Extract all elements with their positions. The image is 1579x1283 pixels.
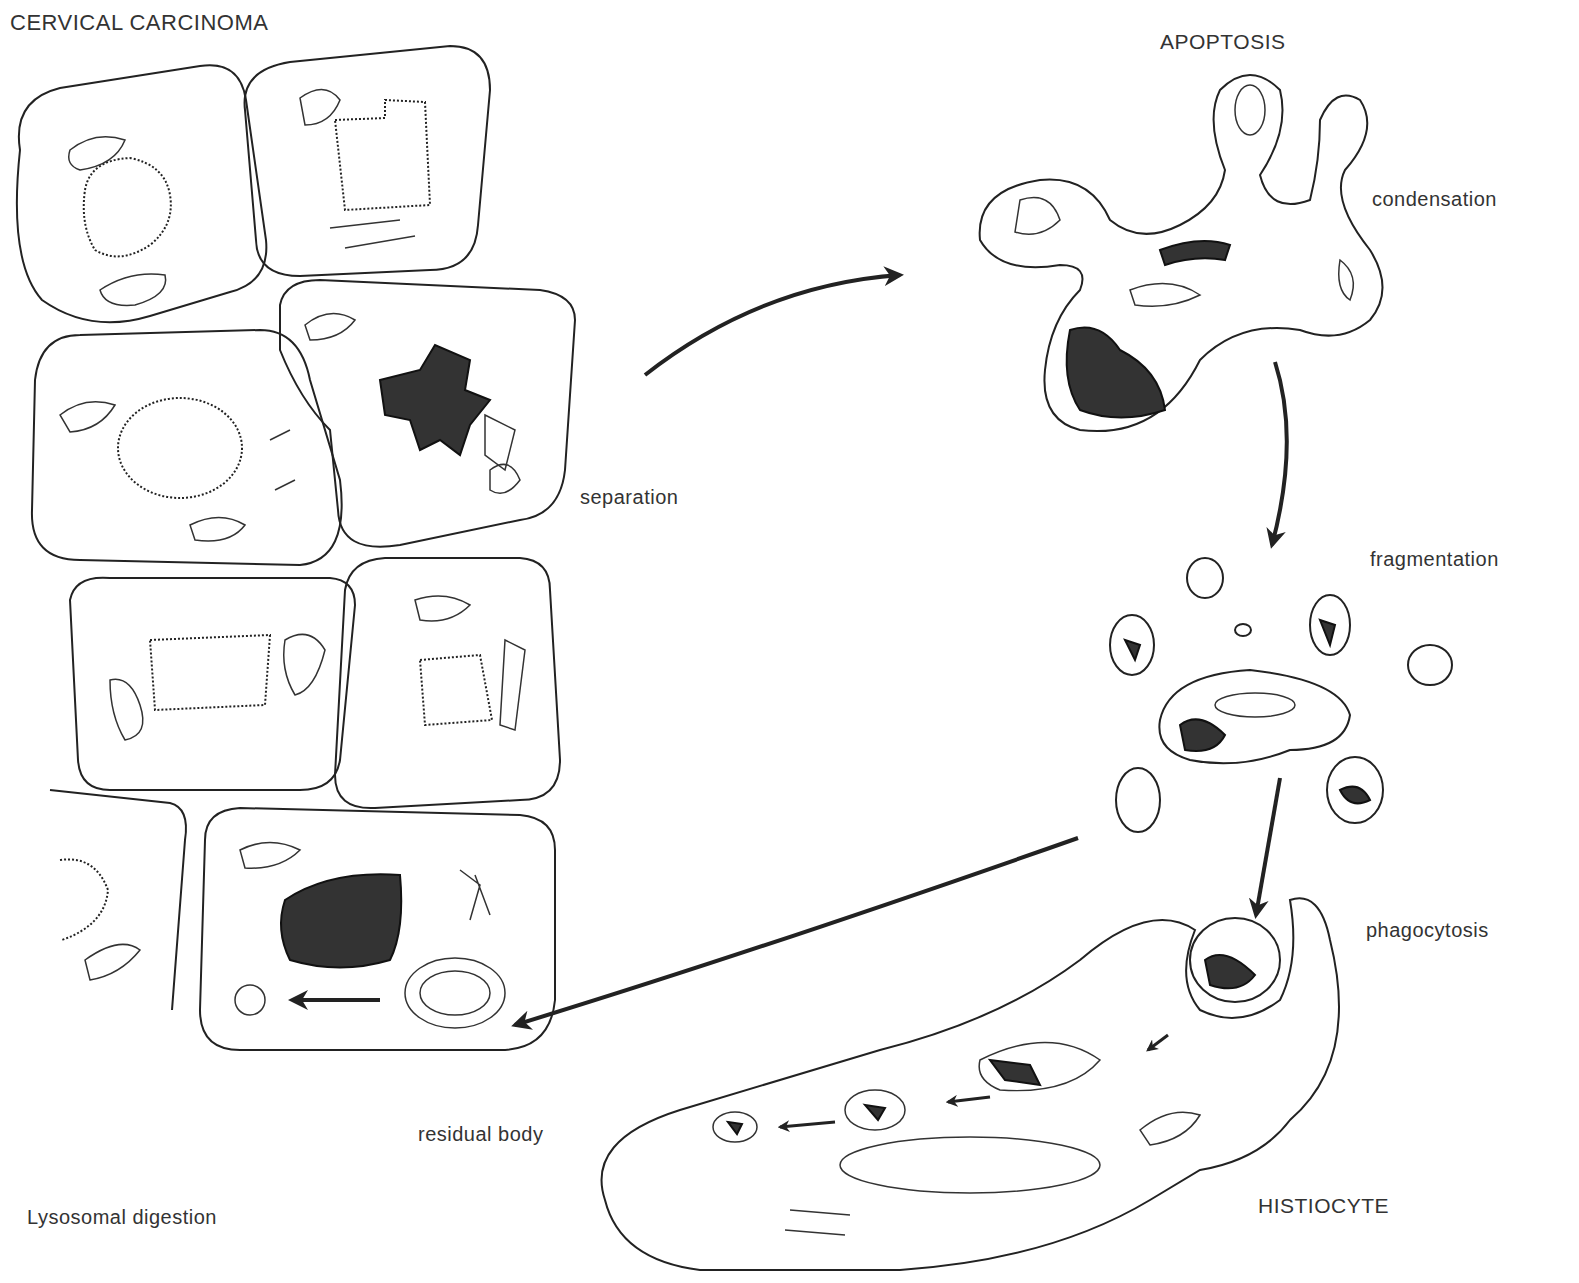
apoptotic-bodies [1110, 558, 1452, 832]
stage-label: fragmentation [1370, 548, 1499, 571]
group-title: HISTIOCYTE [1258, 1194, 1389, 1218]
histiocyte-cell [602, 898, 1339, 1270]
stage-label: Lysosomal digestion [27, 1206, 217, 1229]
process-arrows [292, 275, 1287, 1127]
stage-label: condensation [1372, 188, 1497, 211]
stage-label: separation [580, 486, 678, 509]
group-title: CERVICAL CARCINOMA [10, 10, 268, 36]
stage-label: phagocytosis [1366, 919, 1489, 942]
carcinoma-cells [17, 46, 575, 1050]
apoptotic-cell [980, 75, 1383, 431]
part-label: residual body [418, 1123, 543, 1146]
group-title: APOPTOSIS [1160, 30, 1286, 54]
